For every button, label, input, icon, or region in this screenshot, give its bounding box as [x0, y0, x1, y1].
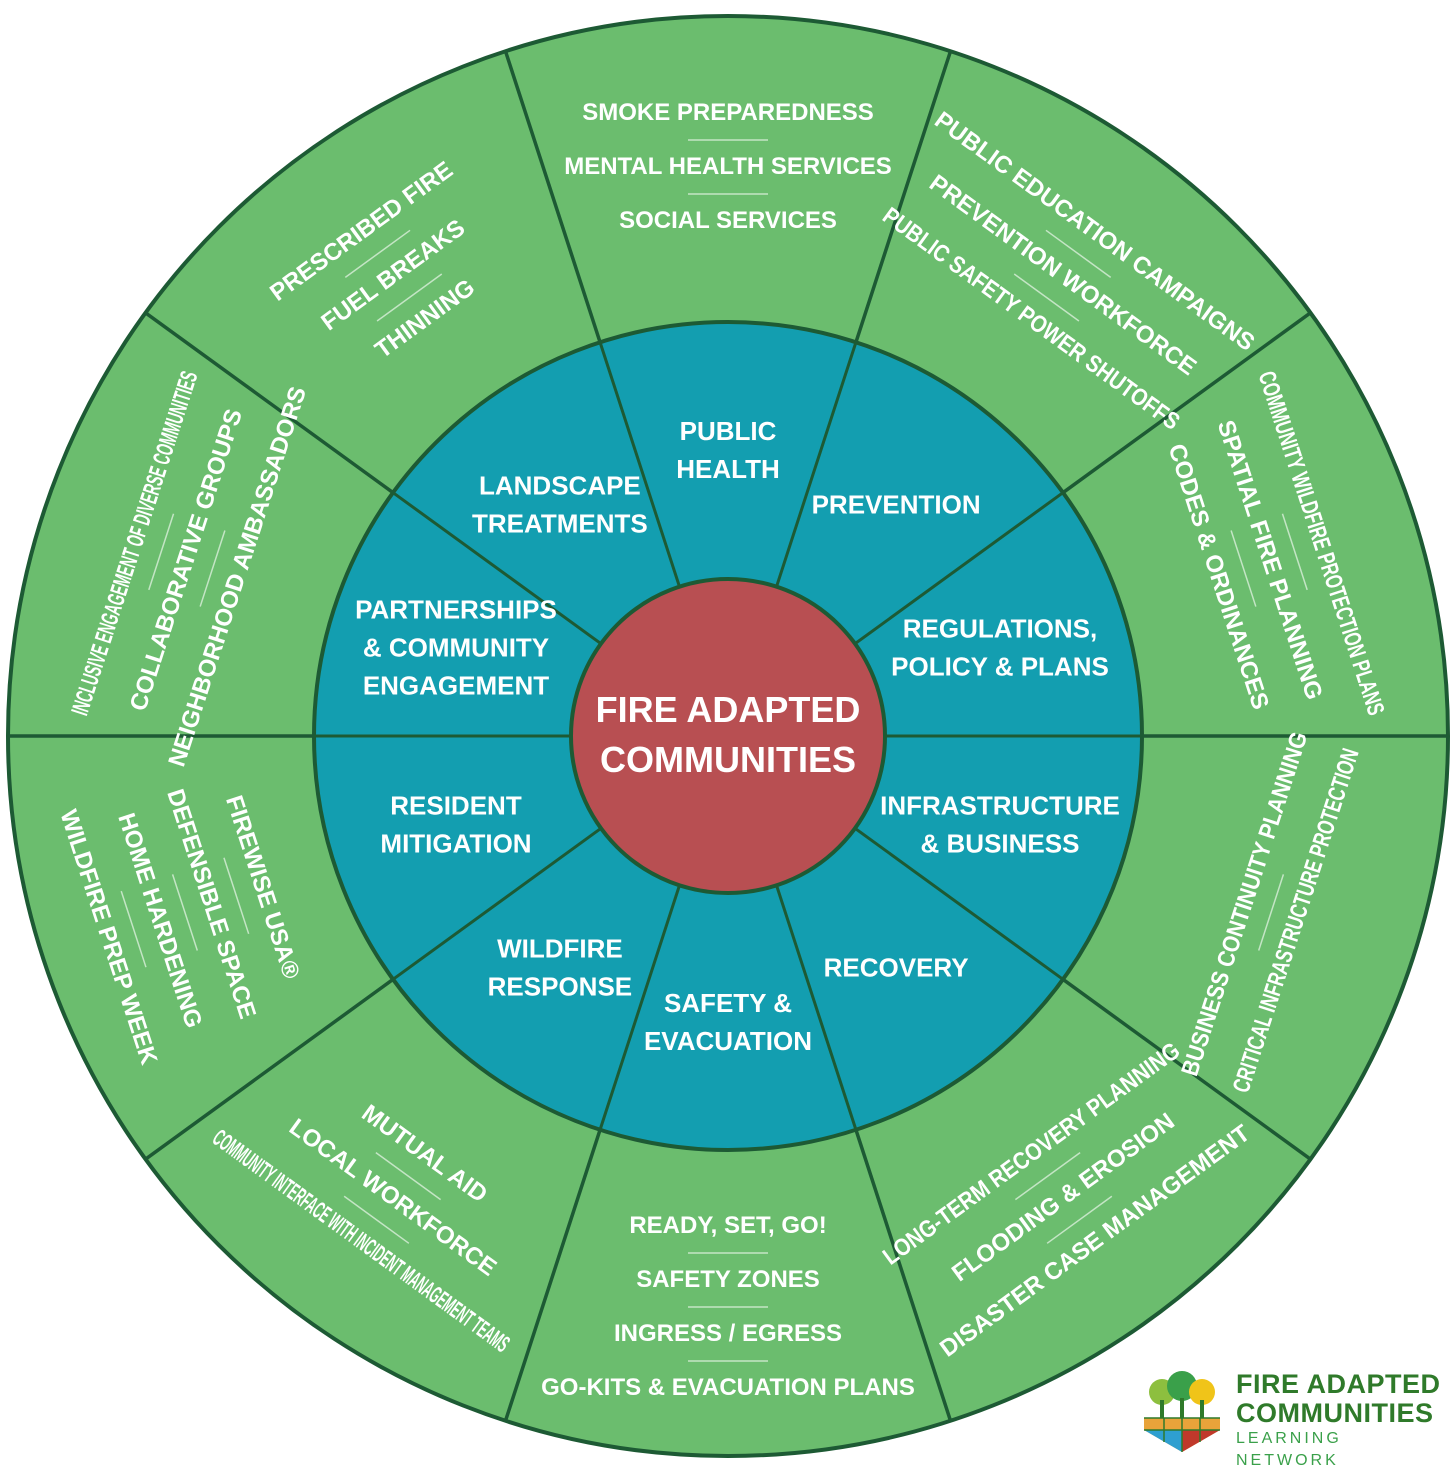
outer-divider-7: [144, 977, 395, 1161]
outer-label-separator: [1045, 229, 1112, 278]
inner-label: RECOVERY: [824, 952, 969, 982]
inner-label: RESIDENT: [390, 790, 522, 820]
outer-label-separator: [120, 890, 147, 968]
outer-label-separator: [223, 857, 250, 935]
center-circle: [569, 577, 887, 895]
inner-label: TREATMENTS: [472, 509, 648, 539]
inner-label: & COMMUNITY: [363, 633, 549, 663]
outer-label-separator: [199, 530, 226, 607]
inner-divider-6: [598, 884, 681, 1131]
outer-label: INGRESS / EGRESS: [614, 1320, 842, 1347]
outer-divider-6: [503, 1129, 602, 1422]
outer-divider-1: [854, 50, 953, 343]
outer-divider-0: [503, 50, 602, 343]
inner-divider-2: [854, 491, 1064, 645]
learning-network-logo: FIRE ADAPTED COMMUNITIES LEARNING NETWOR…: [1140, 1369, 1450, 1469]
logo-subtitle: LEARNING NETWORK: [1236, 1430, 1342, 1469]
outer-label-separator: [148, 513, 175, 591]
center-circle-group: FIRE ADAPTED COMMUNITIES: [569, 577, 887, 895]
outer-label-separator: [376, 273, 443, 322]
outer-label: SOCIAL SERVICES: [619, 207, 837, 234]
segment-dividers: [8, 50, 1448, 1422]
inner-divider-0: [598, 341, 681, 588]
inner-label: HEALTH: [676, 454, 780, 484]
outer-label-separator: [1013, 273, 1080, 322]
outer-label-group: READY, SET, GO! SAFETY ZONES INGRESS / EGR…: [541, 1212, 915, 1401]
inner-label: RESPONSE: [488, 971, 633, 1001]
inner-label: PARTNERSHIPS: [355, 595, 557, 625]
inner-label: EVACUATION: [644, 1026, 812, 1056]
outer-label-separator: [1046, 1195, 1113, 1244]
outer-label-separator: [1014, 1151, 1081, 1201]
inner-label: WILDFIRE: [497, 933, 623, 963]
inner-label: REGULATIONS,: [903, 614, 1098, 644]
tree-landscape-icon: [1144, 1371, 1220, 1452]
outer-label-group: SMOKE PREPAREDNESS MENTAL HEALTH SERVICES…: [564, 99, 892, 234]
outer-divider-4: [1061, 977, 1312, 1161]
outer-label-separator: [1281, 513, 1308, 591]
inner-label: PREVENTION: [812, 490, 981, 520]
inner-divider-9: [392, 491, 602, 645]
logo-title-line1: FIRE ADAPTED: [1236, 1369, 1441, 1399]
outer-divider-9: [144, 311, 395, 495]
segment-labels: PUBLIC HEALTH PREVENTION REGULATIONS, POLICY…: [355, 416, 1120, 1056]
outer-divider-2: [1061, 311, 1312, 495]
logo-title-line2: COMMUNITIES: [1236, 1398, 1434, 1428]
inner-label: MITIGATION: [380, 828, 531, 858]
inner-label: SAFETY &: [664, 988, 792, 1018]
outer-label: SMOKE PREPAREDNESS: [582, 99, 874, 126]
center-title-line: COMMUNITIES: [600, 739, 856, 780]
outer-label-separator: [375, 1151, 442, 1201]
outer-label: SAFETY ZONES: [636, 1266, 820, 1293]
inner-divider-5: [775, 884, 858, 1131]
inner-label: LANDSCAPE: [479, 471, 641, 501]
outer-label: MENTAL HEALTH SERVICES: [564, 153, 892, 180]
outer-label-separator: [344, 229, 411, 278]
inner-label: POLICY & PLANS: [891, 652, 1109, 682]
inner-label: PUBLIC: [680, 416, 777, 446]
inner-divider-7: [392, 827, 602, 981]
inner-label: & BUSINESS: [921, 828, 1080, 858]
inner-label: ENGAGEMENT: [363, 671, 549, 701]
outer-label-separator: [1257, 874, 1285, 951]
outer-label-separator: [1230, 530, 1257, 607]
outer-label: GO-KITS & EVACUATION PLANS: [541, 1374, 915, 1401]
outer-label-separator: [343, 1195, 410, 1244]
inner-divider-4: [854, 827, 1064, 981]
center-title-line: FIRE ADAPTED: [596, 689, 861, 730]
outer-divider-5: [854, 1129, 953, 1422]
inner-label: INFRASTRUCTURE: [880, 790, 1120, 820]
outer-label: READY, SET, GO!: [629, 1212, 826, 1239]
outer-label-separator: [171, 874, 199, 951]
inner-divider-1: [775, 341, 858, 588]
